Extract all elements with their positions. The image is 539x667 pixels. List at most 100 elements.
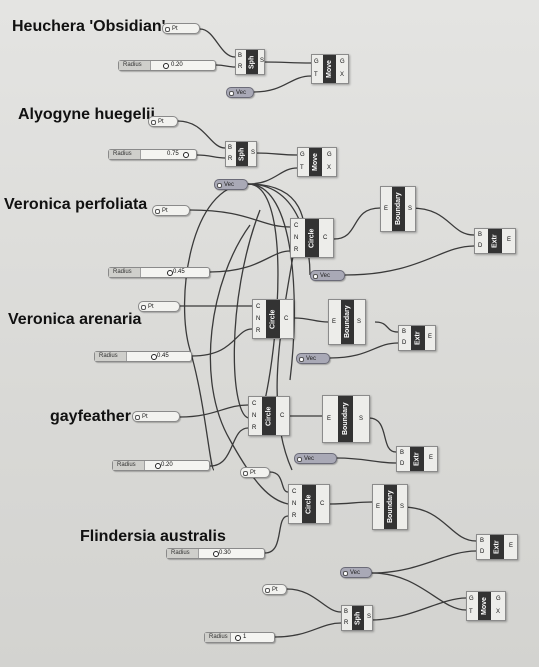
circle-component[interactable]: C N R Circle C [288,484,330,524]
point-param[interactable]: Pt [240,467,270,478]
vector-param[interactable]: Vec [226,87,254,98]
port-g[interactable]: G [300,152,305,158]
port-e[interactable]: E [429,455,434,461]
extrude-component[interactable]: B D Extr E [476,534,518,560]
slider-knob[interactable] [163,63,169,69]
port-d[interactable]: D [480,549,485,555]
port-b[interactable]: B [400,450,405,456]
port-s[interactable]: S [359,416,364,422]
boundary-component[interactable]: E Boundary S [372,484,408,530]
point-param[interactable]: Pt [138,301,180,312]
port-x[interactable]: X [496,609,501,615]
port-s[interactable]: S [251,150,256,156]
vector-param[interactable]: Vec [296,353,330,364]
port-s[interactable]: S [408,206,413,212]
port-r[interactable]: R [294,247,299,253]
slider-knob[interactable] [213,551,219,557]
port-e[interactable]: E [507,237,512,243]
port-r[interactable]: R [256,328,261,334]
port-c[interactable]: C [294,223,299,229]
port-t[interactable]: T [469,609,473,615]
port-e[interactable]: E [376,504,381,510]
port-g[interactable]: G [340,59,345,65]
extrude-component[interactable]: B D Extr E [396,446,438,472]
port-g[interactable]: G [469,596,474,602]
port-r[interactable]: R [228,156,233,162]
port-e[interactable]: E [332,319,337,325]
sphere-component[interactable]: B R Sph S [235,49,265,75]
port-n[interactable]: N [256,316,261,322]
port-s[interactable]: S [400,504,405,510]
move-component[interactable]: G T Move G X [311,54,349,84]
circle-component[interactable]: C N R Circle C [290,218,334,258]
port-e[interactable]: E [327,416,332,422]
move-component[interactable]: G T Move G X [466,591,506,621]
port-n[interactable]: N [252,413,257,419]
slider-knob[interactable] [183,152,189,158]
radius-slider[interactable]: Radius 0.20 [112,460,210,471]
port-c[interactable]: C [292,489,297,495]
slider-knob[interactable] [151,354,157,360]
port-g[interactable]: G [327,152,332,158]
port-c[interactable]: C [256,304,261,310]
extrude-component[interactable]: B D Extr E [474,228,516,254]
port-c[interactable]: C [252,401,257,407]
port-e[interactable]: E [509,543,514,549]
radius-slider[interactable]: Radius 1 [204,632,275,643]
radius-slider[interactable]: Radius 0.30 [166,548,265,559]
vector-param[interactable]: Vec [310,270,345,281]
port-b[interactable]: B [480,538,485,544]
port-c[interactable]: C [284,316,289,322]
sphere-component[interactable]: B R Sph S [225,141,257,167]
port-e[interactable]: E [384,206,389,212]
point-param[interactable]: Pt [148,116,178,127]
vector-param[interactable]: Vec [340,567,372,578]
port-g[interactable]: G [314,59,319,65]
port-s[interactable]: S [357,319,362,325]
port-t[interactable]: T [300,165,304,171]
circle-component[interactable]: C N R Circle C [252,299,294,339]
vector-param[interactable]: Vec [294,453,337,464]
port-d[interactable]: D [400,461,405,467]
port-c[interactable]: C [320,501,325,507]
port-r[interactable]: R [252,425,257,431]
vector-param[interactable]: Vec [214,179,248,190]
radius-slider[interactable]: Radius 0.45 [108,267,210,278]
point-param[interactable]: Pt [262,584,287,595]
port-b[interactable]: B [478,232,483,238]
slider-knob[interactable] [155,463,161,469]
port-c[interactable]: C [323,235,328,241]
boundary-component[interactable]: E Boundary S [328,299,366,345]
radius-slider[interactable]: Radius 0.20 [118,60,216,71]
port-n[interactable]: N [292,501,297,507]
port-g[interactable]: G [496,596,501,602]
port-x[interactable]: X [340,72,345,78]
point-param[interactable]: Pt [152,205,190,216]
sphere-component[interactable]: B R Sph S [341,605,373,631]
port-n[interactable]: N [294,235,299,241]
port-b[interactable]: B [228,145,233,151]
port-d[interactable]: D [478,243,483,249]
port-b[interactable]: B [344,609,349,615]
port-s[interactable]: S [367,614,372,620]
radius-slider[interactable]: Radius 0.45 [94,351,192,362]
port-b[interactable]: B [238,53,243,59]
port-c[interactable]: C [280,413,285,419]
circle-component[interactable]: C N R Circle C [248,396,290,436]
port-s[interactable]: S [260,58,265,64]
port-r[interactable]: R [292,513,297,519]
port-r[interactable]: R [238,64,243,70]
port-b[interactable]: B [402,329,407,335]
slider-knob[interactable] [167,270,173,276]
port-d[interactable]: D [402,340,407,346]
port-x[interactable]: X [327,165,332,171]
port-e[interactable]: E [428,334,433,340]
move-component[interactable]: G T Move G X [297,147,337,177]
port-t[interactable]: T [314,72,318,78]
boundary-component[interactable]: E Boundary S [322,395,370,443]
slider-knob[interactable] [235,635,241,641]
point-param[interactable]: Pt [162,23,200,34]
radius-slider[interactable]: Radius 0.75 [108,149,197,160]
port-r[interactable]: R [344,620,349,626]
